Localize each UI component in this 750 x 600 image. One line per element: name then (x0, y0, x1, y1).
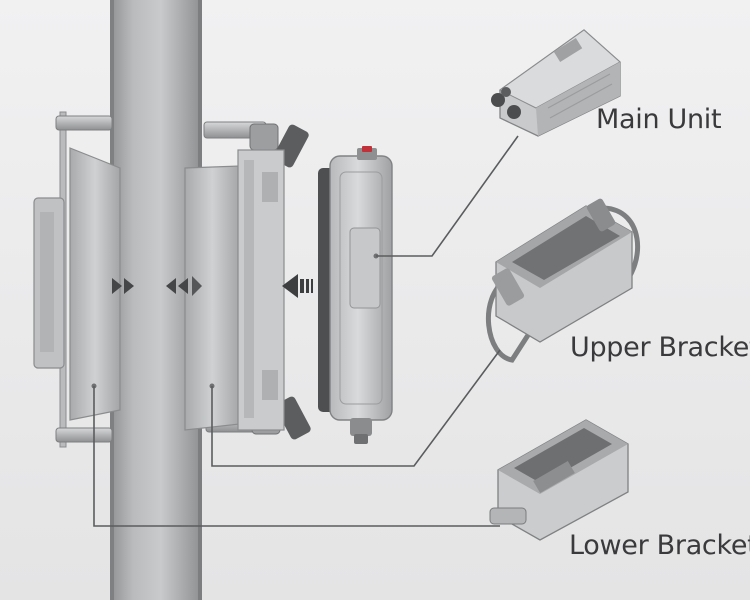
leader-main-unit (376, 135, 519, 257)
upper-bracket-assembly (166, 121, 311, 440)
main-unit-label: Main Unit (596, 104, 722, 135)
lower-bracket-illustration (489, 419, 629, 541)
leader-lines (93, 135, 519, 527)
mount-direction-arrow (282, 274, 313, 298)
leader-lower-bracket (93, 386, 500, 527)
upper-bracket-illustration (485, 198, 641, 363)
lower-bracket-label: Lower Bracket (569, 530, 750, 561)
indicator-light (362, 146, 372, 152)
lower-bracket-assembly (33, 111, 134, 448)
main-unit-assembly (318, 146, 393, 444)
main-unit-illustration (491, 29, 621, 137)
upper-bracket-label: Upper Bracket (570, 332, 750, 363)
leader-upper-bracket (211, 349, 501, 467)
